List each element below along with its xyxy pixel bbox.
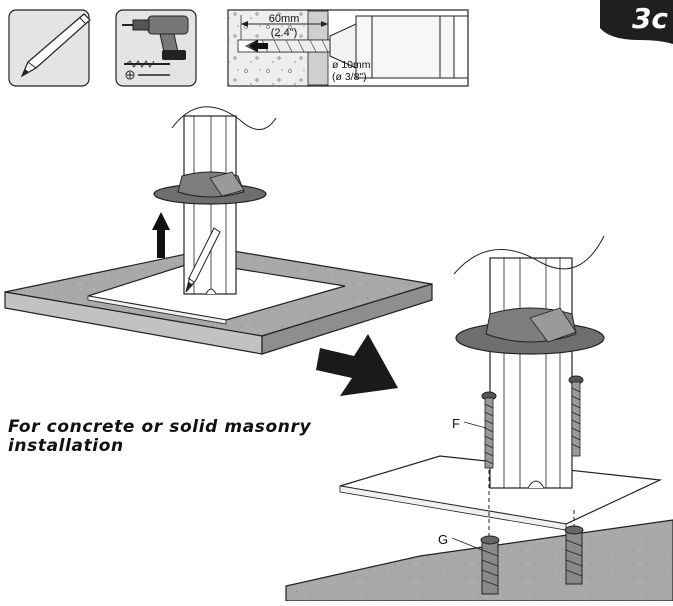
step-label: 3c xyxy=(632,2,668,35)
collar-left xyxy=(153,171,267,205)
installation-caption: For concrete or solid masonry installati… xyxy=(8,418,348,456)
pencil-icon xyxy=(20,13,91,78)
screwdriver-bit-icon xyxy=(125,70,170,80)
step-badge: 3c xyxy=(600,0,673,44)
lift-arrow xyxy=(152,212,170,258)
pole-right xyxy=(453,235,605,489)
screw-right xyxy=(568,375,584,457)
depth-imperial: (2.4") xyxy=(271,27,298,39)
drill-direction-arrow xyxy=(248,40,268,52)
pole-left xyxy=(171,106,277,295)
screw-left xyxy=(481,391,497,469)
screw-callout: F xyxy=(452,416,460,431)
drill-depth-diagram: 60mm (2.4") ø 10mm (ø 3/8") xyxy=(227,9,469,87)
marking-scene xyxy=(4,106,433,355)
drill-bit-icon xyxy=(124,60,170,68)
caption-line-1: For concrete or solid masonry xyxy=(8,417,312,437)
depth-metric: 60mm xyxy=(269,13,300,25)
caption-line-2: installation xyxy=(8,436,124,456)
collar-right xyxy=(455,307,605,355)
diameter-metric: ø 10mm xyxy=(332,59,371,71)
fixing-scene: F G xyxy=(285,235,673,602)
power-drill-icon xyxy=(122,15,189,60)
anchor-right xyxy=(564,525,584,585)
marking-pencil xyxy=(185,227,221,293)
anchor-left xyxy=(480,535,500,595)
pencil-icon-panel xyxy=(8,9,91,87)
anchor-callout: G xyxy=(438,532,448,547)
drill-icon-panel xyxy=(115,9,197,87)
diameter-imperial: (ø 3/8") xyxy=(332,71,367,83)
next-step-arrow xyxy=(316,334,398,396)
